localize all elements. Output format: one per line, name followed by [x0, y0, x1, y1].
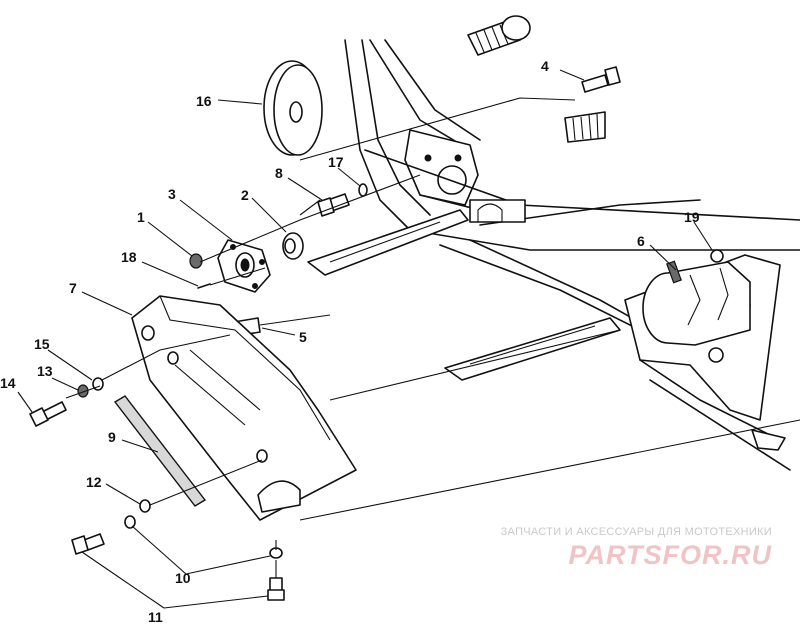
- callout-13: 13: [37, 363, 53, 379]
- callout-16: 16: [196, 93, 212, 109]
- washer-part-10: [124, 515, 283, 559]
- screw-part-12: [139, 499, 151, 513]
- callout-8: 8: [275, 165, 283, 181]
- pin-part-18: [197, 283, 211, 289]
- chain-guard-part-7: [131, 295, 357, 521]
- callout-18: 18: [121, 249, 137, 265]
- washer-part-17: [358, 183, 368, 197]
- callout-14: 14: [0, 375, 16, 391]
- callout-1: 1: [137, 209, 145, 225]
- splined-shaft-top: [467, 15, 531, 56]
- callout-2: 2: [241, 187, 249, 203]
- callout-3: 3: [168, 186, 176, 202]
- handlebar-clamp-part-6: [642, 260, 751, 346]
- splined-shaft-middle: [564, 111, 606, 143]
- callout-17: 17: [328, 154, 344, 170]
- disc-part-16: [263, 60, 323, 156]
- callout-9: 9: [108, 429, 116, 445]
- callout-11: 11: [148, 609, 163, 624]
- callout-6: 6: [637, 233, 645, 249]
- callout-4: 4: [541, 58, 549, 74]
- bolt-part-4: [581, 66, 621, 93]
- leader-lines: [17, 69, 713, 609]
- nut-part-19: [710, 249, 724, 263]
- callout-19: 19: [684, 209, 700, 225]
- lockwasher-part-13: [77, 384, 89, 398]
- callout-10: 10: [175, 570, 191, 586]
- bearing-part-2: [282, 232, 304, 260]
- strip-part-9: [113, 395, 207, 507]
- callout-7: 7: [69, 280, 77, 296]
- callout-15: 15: [34, 336, 50, 352]
- washer-part-15: [92, 377, 104, 391]
- assembly-lines: [65, 174, 421, 578]
- bolt-part-11: [71, 533, 285, 601]
- callout-5: 5: [299, 329, 307, 345]
- callout-labels: 1 2 3 4 5 6 7 8 9 10 11 12 13 14 15 16 1…: [0, 58, 700, 624]
- callout-12: 12: [86, 474, 102, 490]
- bearing-flange-part-3: [217, 239, 271, 293]
- bolt-part-14: [29, 401, 67, 427]
- bolt-part-8: [317, 193, 350, 217]
